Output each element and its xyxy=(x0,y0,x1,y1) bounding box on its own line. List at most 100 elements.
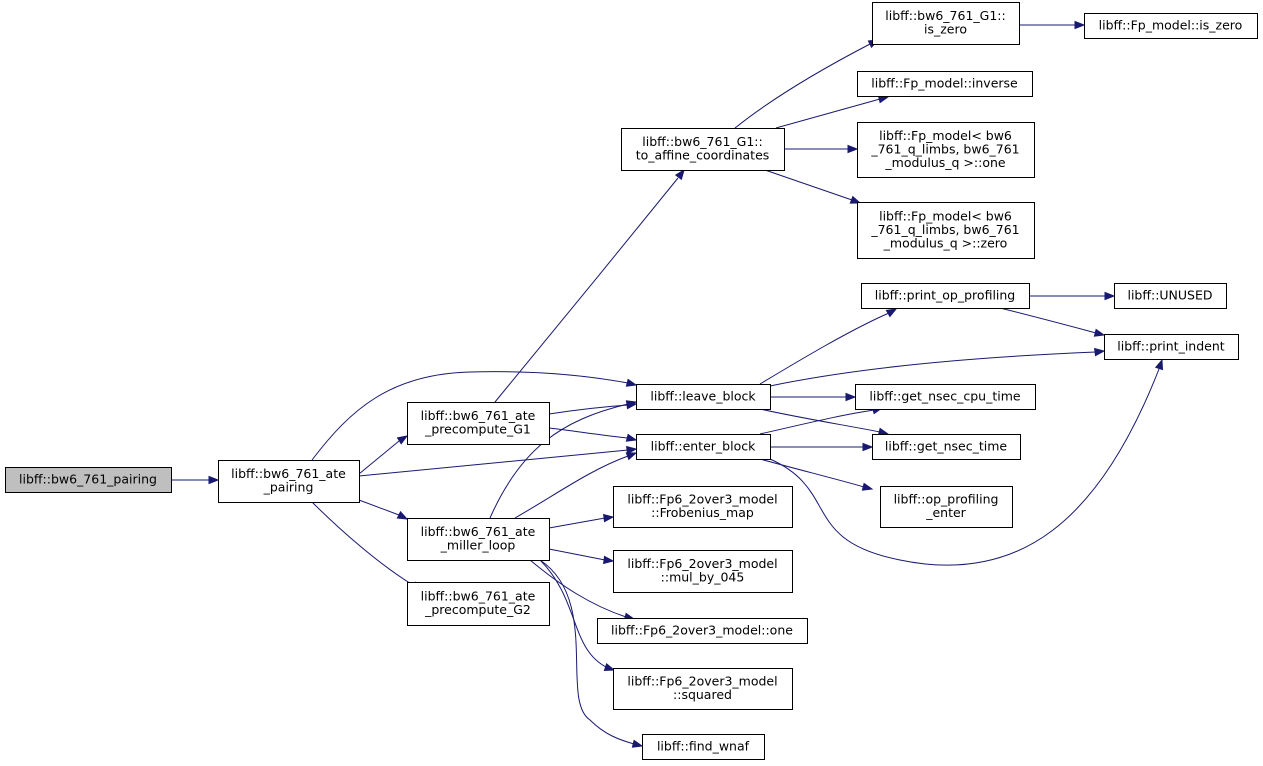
node-box[interactable] xyxy=(621,128,785,171)
node-box[interactable] xyxy=(407,518,550,561)
node-label-line: libff::get_nsec_cpu_time xyxy=(869,388,1020,403)
node-box[interactable] xyxy=(1084,13,1258,39)
node-print-indent[interactable]: libff::print_indent xyxy=(1104,334,1239,360)
node-enter-block[interactable]: libff::enter_block xyxy=(636,434,771,460)
edge-line xyxy=(514,455,629,519)
node-print-op-profiling[interactable]: libff::print_op_profiling xyxy=(861,283,1030,309)
arrowhead xyxy=(1104,291,1116,301)
node-label-line: _modulus_q >::one xyxy=(884,155,1005,170)
node-box[interactable] xyxy=(880,486,1013,528)
node-label-line: libff::find_wnaf xyxy=(657,738,750,753)
node-label-line: _precompute_G2 xyxy=(424,602,531,617)
node-label-line: libff::bw6_761_G1:: xyxy=(642,134,762,149)
node-box[interactable] xyxy=(857,122,1035,178)
node-unused[interactable]: libff::UNUSED xyxy=(1114,283,1227,309)
node-box[interactable] xyxy=(613,486,793,528)
node-label-line: _761_q_limbs, bw6_761 xyxy=(870,141,1019,156)
node-mul-by-045[interactable]: libff::Fp6_2over3_model::mul_by_045 xyxy=(613,550,793,593)
edge-precompute_g1-to-to_affine xyxy=(494,168,685,403)
node-fp-inverse[interactable]: libff::Fp_model::inverse xyxy=(857,71,1033,97)
node-fp-one[interactable]: libff::Fp_model< bw6_761_q_limbs, bw6_76… xyxy=(857,122,1035,178)
node-label-line: libff::Fp6_2over3_model xyxy=(627,556,777,571)
node-label-line: libff::bw6_761_pairing xyxy=(19,471,157,486)
node-label-line: libff::get_nsec_time xyxy=(885,438,1007,453)
node-precompute-g2[interactable]: libff::bw6_761_ate_precompute_G2 xyxy=(407,582,550,626)
node-pairing[interactable]: libff::bw6_761_pairing xyxy=(5,467,172,493)
node-ate-pairing[interactable]: libff::bw6_761_ate_pairing xyxy=(218,460,360,503)
node-fp-zero[interactable]: libff::Fp_model< bw6_761_q_limbs, bw6_76… xyxy=(857,202,1035,259)
arrowhead xyxy=(625,378,638,387)
edge-line xyxy=(999,307,1097,334)
edge-miller_loop-to-squared xyxy=(539,559,616,672)
node-box[interactable] xyxy=(872,2,1020,45)
edge-ate_pairing-to-precompute_g1 xyxy=(358,435,409,475)
node-fp6-one[interactable]: libff::Fp6_2over3_model::one xyxy=(597,618,808,644)
node-frobenius-map[interactable]: libff::Fp6_2over3_model::Frobenius_map xyxy=(613,486,793,528)
edge-line xyxy=(764,169,853,201)
edge-line xyxy=(539,559,635,745)
edge-enter_block-to-print_indent xyxy=(769,358,1164,566)
edge-enter_block-to-op_profiling_enter xyxy=(759,458,874,491)
node-squared[interactable]: libff::Fp6_2over3_model::squared xyxy=(613,668,793,710)
arrowhead xyxy=(849,195,862,204)
node-label-line: to_affine_coordinates xyxy=(636,148,770,163)
edge-to_affine-to-fp_one xyxy=(784,144,859,154)
node-box[interactable] xyxy=(613,550,793,593)
node-label-line: _pairing xyxy=(263,480,314,495)
node-box[interactable] xyxy=(872,434,1021,460)
arrowhead xyxy=(603,662,616,672)
node-box[interactable] xyxy=(642,734,765,760)
edge-precompute_g1-to-enter_block xyxy=(548,427,638,442)
node-box[interactable] xyxy=(857,202,1035,259)
node-box[interactable] xyxy=(636,434,771,460)
node-label-line: libff::Fp_model< bw6 xyxy=(879,208,1012,223)
edge-print_op_profiling-to-unused xyxy=(1029,291,1116,301)
node-box[interactable] xyxy=(218,460,360,503)
arrowhead xyxy=(603,555,615,565)
node-box[interactable] xyxy=(636,384,771,410)
node-to-affine[interactable]: libff::bw6_761_G1::to_affine_coordinates xyxy=(621,128,785,171)
node-op-profiling-enter[interactable]: libff::op_profiling_enter xyxy=(880,486,1013,528)
node-leave-block[interactable]: libff::leave_block xyxy=(636,384,771,410)
node-miller-loop[interactable]: libff::bw6_761_ate_miller_loop xyxy=(407,518,550,561)
edge-line xyxy=(358,449,629,477)
node-label-line: libff::bw6_761_G1:: xyxy=(885,8,1005,23)
node-label-line: libff::print_indent xyxy=(1117,338,1224,353)
edge-miller_loop-to-frobenius_map xyxy=(548,513,615,529)
node-box[interactable] xyxy=(597,618,808,644)
node-label-line: libff::enter_block xyxy=(651,438,756,453)
node-precompute-g1[interactable]: libff::bw6_761_ate_precompute_G1 xyxy=(407,402,550,445)
node-box[interactable] xyxy=(861,283,1030,309)
node-label-line: libff::bw6_761_ate xyxy=(421,408,536,423)
node-fp-model-is-zero[interactable]: libff::Fp_model::is_zero xyxy=(1084,13,1258,39)
node-get-nsec-cpu-time[interactable]: libff::get_nsec_cpu_time xyxy=(855,384,1036,410)
node-label-line: _enter xyxy=(925,505,966,520)
edge-line xyxy=(529,559,627,618)
node-find-wnaf[interactable]: libff::find_wnaf xyxy=(642,734,765,760)
node-label-line: libff::UNUSED xyxy=(1127,287,1212,302)
arrowhead xyxy=(847,144,859,154)
edge-line xyxy=(759,409,875,435)
edge-miller_loop-to-mul_by_045 xyxy=(548,548,615,565)
node-box[interactable] xyxy=(5,467,172,493)
edge-miller_loop-to-enter_block xyxy=(514,452,638,519)
node-label-line: ::mul_by_045 xyxy=(661,570,745,585)
node-box[interactable] xyxy=(1114,283,1227,309)
edge-line xyxy=(775,98,881,129)
node-box[interactable] xyxy=(857,71,1033,97)
node-box[interactable] xyxy=(1104,334,1239,360)
node-box[interactable] xyxy=(407,582,550,626)
node-box[interactable] xyxy=(855,384,1036,410)
edge-line xyxy=(311,501,414,586)
node-get-nsec-time[interactable]: libff::get_nsec_time xyxy=(872,434,1021,460)
arrowhead xyxy=(1094,347,1106,357)
edge-leave_block-to-print_indent xyxy=(769,347,1106,387)
node-label-line: _precompute_G1 xyxy=(424,422,531,437)
node-g1-is-zero[interactable]: libff::bw6_761_G1::is_zero xyxy=(872,2,1020,45)
edge-line xyxy=(734,43,871,129)
node-box[interactable] xyxy=(613,668,793,710)
edge-leave_block-to-get_nsec_cpu_time xyxy=(770,392,857,402)
node-label-line: is_zero xyxy=(924,22,967,37)
edge-line xyxy=(759,408,881,433)
node-box[interactable] xyxy=(407,402,550,445)
